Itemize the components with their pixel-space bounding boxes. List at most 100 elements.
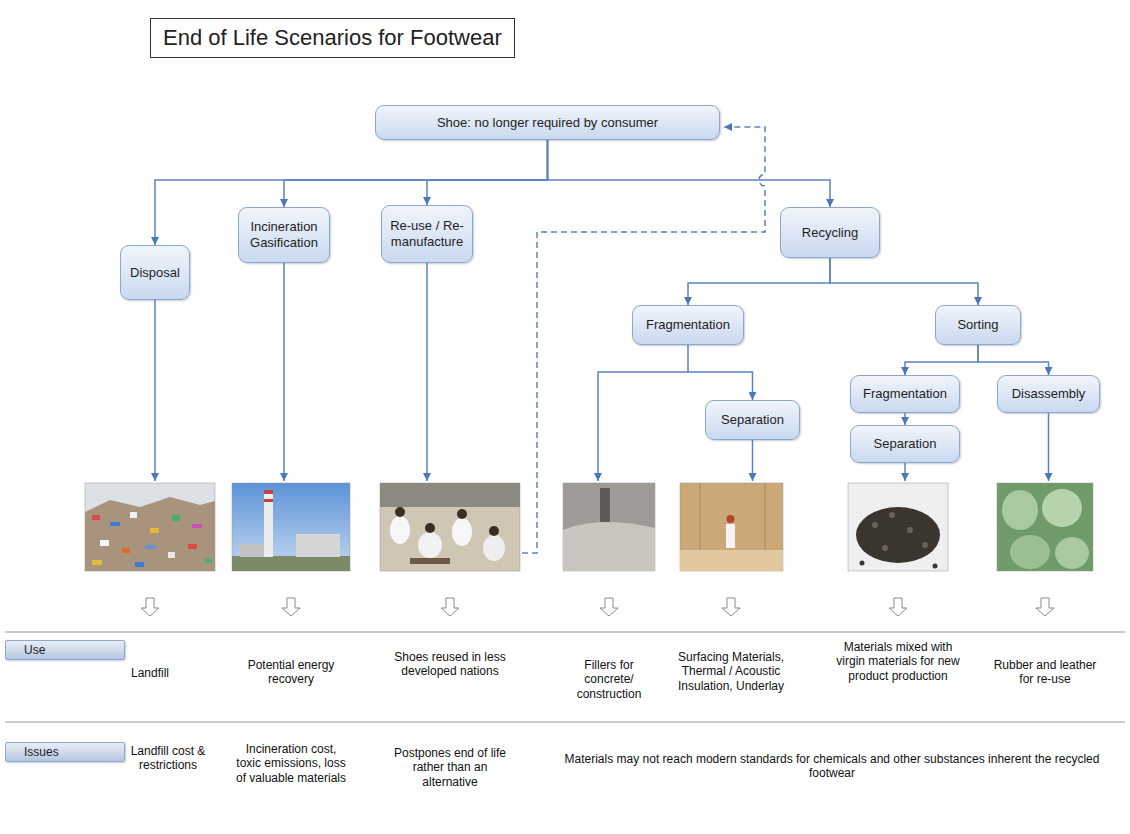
- pellet: [889, 512, 895, 518]
- wall-panel: [700, 483, 701, 550]
- flow-line: [752, 440, 754, 481]
- connector-arrow: [688, 345, 753, 400]
- concrete-photo: [563, 483, 655, 571]
- hollow-arrows: [141, 598, 1054, 616]
- hollow-arrow: [141, 598, 159, 616]
- flow-line: [598, 372, 688, 481]
- flow-line: [154, 300, 156, 481]
- photo-ground: [997, 483, 1093, 571]
- connector-arrow: [284, 140, 548, 207]
- node-text: Separation: [874, 436, 937, 452]
- label-text: Materials mixed with virgin materials fo…: [828, 640, 968, 683]
- hollow-arrow: [600, 598, 618, 616]
- title-box: End of Life Scenarios for Footwear: [150, 18, 515, 58]
- node-text: Recycling: [802, 225, 858, 241]
- waste-item: [168, 552, 175, 558]
- label-text: Postpones end of life rather than an alt…: [390, 746, 510, 789]
- pellet: [882, 545, 888, 551]
- process-box: Sorting: [935, 305, 1021, 345]
- process-box: Recycling: [780, 207, 880, 258]
- person: [390, 516, 410, 544]
- pellet: [933, 564, 938, 569]
- photo-sky: [85, 483, 215, 571]
- waste-item: [92, 560, 102, 565]
- connector-arrow: [427, 140, 548, 205]
- person: [452, 518, 472, 546]
- node-text: Disassembly: [1012, 386, 1086, 402]
- node-text: Separation: [721, 412, 784, 428]
- node-text: Disposal: [130, 265, 180, 281]
- row-header-box: Issues: [5, 742, 125, 762]
- chimney-stripe: [264, 490, 273, 494]
- label-text: Materials may not reach modern standards…: [547, 752, 1117, 781]
- waste-item: [172, 515, 180, 521]
- flow-line: [1048, 413, 1050, 481]
- sack: [1002, 490, 1038, 530]
- connector-arrow: [688, 258, 830, 305]
- landfill-photo: [85, 483, 215, 571]
- node-text: Fragmentation: [863, 386, 947, 402]
- pellets-photo: [848, 483, 948, 571]
- label-text: Fillers for concrete/ construction: [559, 658, 659, 701]
- concrete-pour: [563, 522, 655, 571]
- chimney-stripe: [264, 499, 273, 502]
- process-box: Separation: [705, 400, 800, 440]
- worker: [726, 524, 735, 548]
- process-box: Re-use / Re-manufacture: [381, 205, 473, 263]
- sack: [1042, 489, 1082, 527]
- chimney: [264, 490, 273, 557]
- process-box: Fragmentation: [632, 305, 744, 345]
- row-divider: [5, 632, 1125, 722]
- incinerator-photo: [232, 483, 350, 571]
- divider-line: [5, 722, 1125, 723]
- waste-pile: [85, 497, 215, 571]
- divider-line: [5, 632, 1125, 633]
- worker-head: [727, 515, 735, 523]
- waste-item: [122, 548, 130, 553]
- flow-line: [426, 263, 428, 481]
- waste-item: [100, 540, 109, 546]
- waste-item: [145, 545, 156, 549]
- insulation-photo: [680, 483, 783, 571]
- pellet: [872, 522, 878, 528]
- connector-arrow: [905, 345, 978, 375]
- waste-item: [150, 528, 159, 533]
- connector-arrow: [548, 140, 831, 207]
- process-box: Separation: [850, 425, 960, 463]
- row-header-box: Use: [5, 640, 125, 660]
- plant-building: [296, 534, 340, 557]
- photo-room: [680, 483, 783, 571]
- photo-sky: [232, 483, 350, 571]
- waste-item: [205, 558, 212, 563]
- process-box: Disposal: [120, 245, 190, 300]
- chute: [600, 488, 610, 522]
- process-box: Disassembly: [997, 375, 1100, 413]
- label-text: Landfill cost & restrictions: [126, 744, 210, 773]
- flow-line: [283, 263, 285, 481]
- bags-photo: [997, 483, 1093, 571]
- connector-arrow: [830, 258, 978, 305]
- label-text: Incineration cost, toxic emissions, loss…: [235, 742, 347, 785]
- node-text: Issues: [24, 745, 59, 759]
- node-text: Shoe: no longer required by consumer: [437, 115, 658, 131]
- person-head: [489, 526, 499, 536]
- hollow-arrow: [722, 598, 740, 616]
- node-text: Re-use / Re-manufacture: [387, 218, 467, 249]
- hollow-arrow: [1036, 598, 1054, 616]
- waste-item: [110, 522, 120, 526]
- node-text: Use: [24, 643, 45, 657]
- label-text: Landfill: [110, 666, 190, 680]
- shoe-pile: [410, 558, 450, 564]
- node-text: Sorting: [957, 317, 998, 333]
- title-text: End of Life Scenarios for Footwear: [163, 25, 502, 50]
- person-head: [395, 507, 405, 517]
- hollow-arrow: [889, 598, 907, 616]
- floor: [680, 550, 783, 571]
- person: [418, 532, 442, 558]
- person: [483, 535, 505, 561]
- connector-arrow: [978, 345, 1049, 375]
- connector-arrow: [155, 140, 548, 245]
- pellet: [907, 527, 913, 533]
- pellet-pile: [856, 507, 940, 563]
